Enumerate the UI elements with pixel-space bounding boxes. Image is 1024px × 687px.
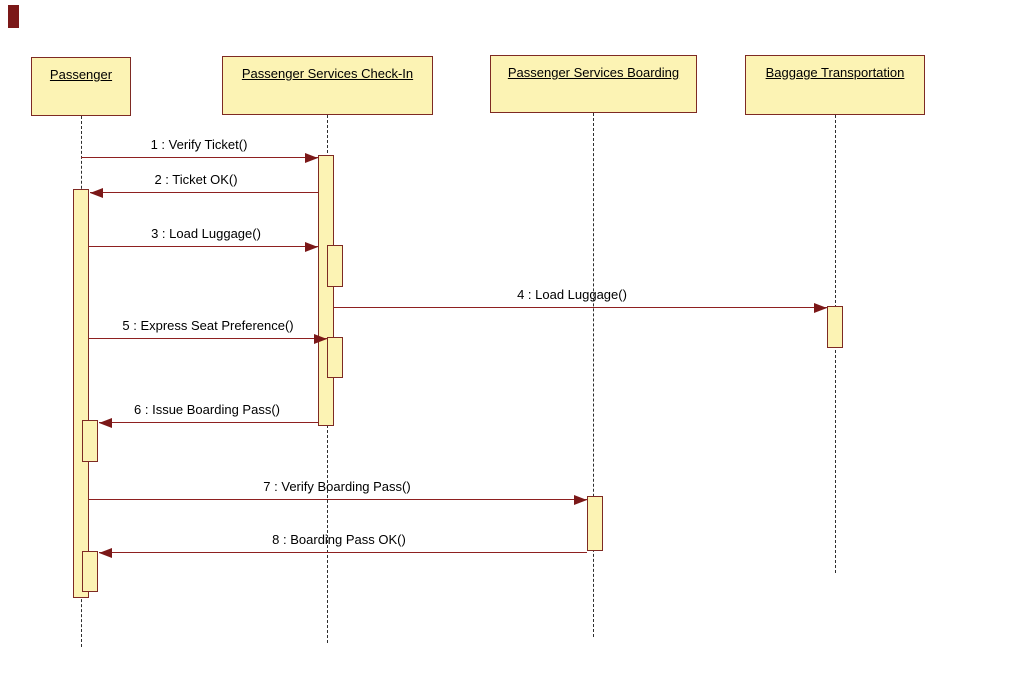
arrowhead-icon [814,303,827,313]
message-label: 3 : Load Luggage() [151,226,261,241]
arrowhead-icon [99,418,112,428]
message-line [89,499,587,500]
message-label: 4 : Load Luggage() [517,287,627,302]
arrowhead-icon [99,548,112,558]
actor-label: Baggage Transportation [765,65,905,80]
arrowhead-icon [305,153,318,163]
activation-bar [327,245,343,287]
arrowhead-icon [305,242,318,252]
message-label: 2 : Ticket OK() [154,172,238,187]
activation-bar [82,551,98,592]
message-label: 5 : Express Seat Preference() [122,318,294,333]
activation-bar [318,155,334,426]
message-line [81,157,318,158]
lifeline [593,113,594,637]
activation-bar [327,337,343,378]
message-line [334,307,827,308]
arrowhead-icon [90,188,103,198]
message-label: 6 : Issue Boarding Pass() [134,402,280,417]
actor-box: Baggage Transportation [745,55,925,115]
activation-bar [587,496,603,551]
red-corner-mark [8,5,19,28]
message-label: 7 : Verify Boarding Pass() [263,479,411,494]
message-line [89,338,327,339]
actor-box: Passenger Services Boarding [490,55,697,113]
actor-label: Passenger [49,67,113,82]
actor-label: Passenger Services Boarding [507,65,680,80]
arrowhead-icon [314,334,327,344]
message-label: 1 : Verify Ticket() [150,137,248,152]
activation-bar [827,306,843,348]
activation-bar [73,189,89,598]
message-line [99,552,587,553]
message-label: 8 : Boarding Pass OK() [272,532,406,547]
message-line [90,192,318,193]
message-line [99,422,318,423]
actor-box: Passenger Services Check-In [222,56,433,115]
actor-box: Passenger [31,57,131,116]
activation-bar [82,420,98,462]
arrowhead-icon [574,495,587,505]
actor-label: Passenger Services Check-In [241,66,414,81]
message-line [89,246,318,247]
